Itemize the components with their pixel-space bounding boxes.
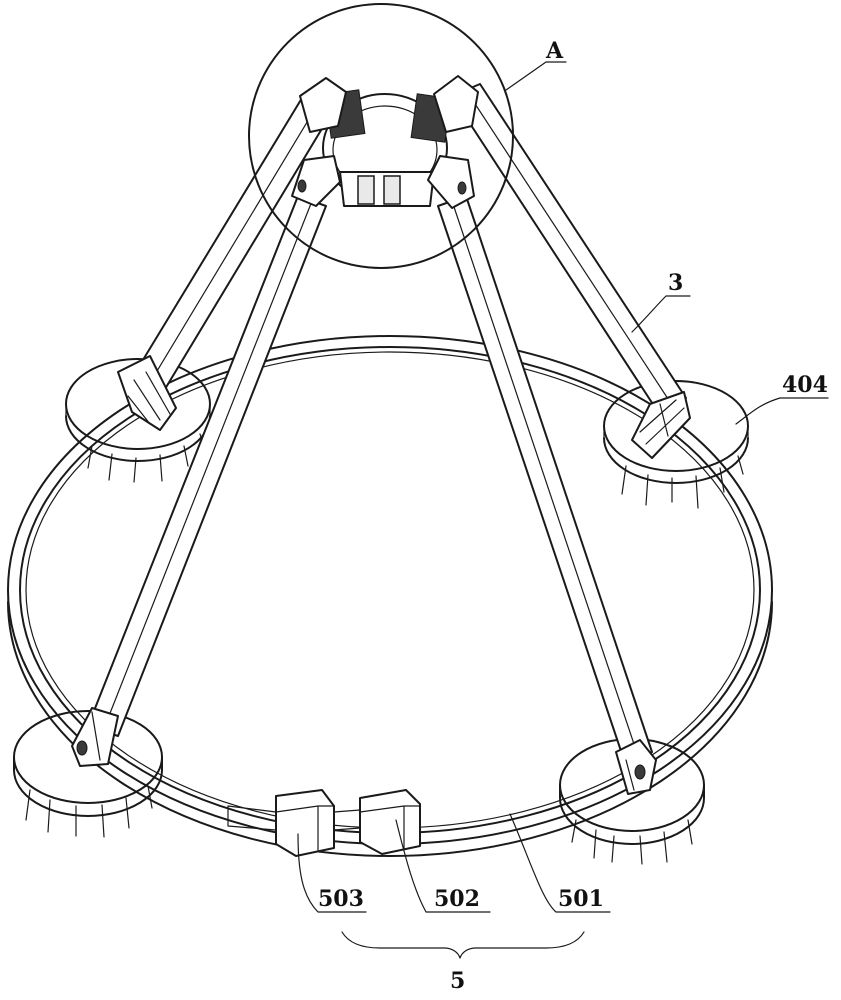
- bracket-back-left: [117, 355, 177, 431]
- label-ring: 501: [558, 886, 604, 912]
- leader-ring-501: 501: [509, 813, 611, 913]
- detail-circle-a: A: [248, 3, 567, 269]
- rod-back-right: [451, 83, 687, 413]
- clamp-503: [227, 789, 335, 857]
- leader-disc-404: 404: [735, 372, 829, 425]
- label-assembly: 5: [450, 968, 465, 994]
- label-rod: 3: [668, 270, 683, 296]
- leader-clamp-503: 503: [297, 833, 367, 913]
- bracket-back-right: [631, 391, 691, 459]
- label-detail-a: A: [545, 38, 564, 64]
- rod-front-right: [437, 195, 653, 761]
- top-hub: [291, 75, 479, 209]
- assembly-bracket-5: 5: [341, 931, 585, 994]
- bracket-front-right: [615, 739, 657, 795]
- label-base-disc: 404: [782, 372, 828, 398]
- label-clamp-right: 502: [434, 886, 480, 912]
- leader-clamp-502: 502: [395, 819, 491, 913]
- clamp-502: [333, 789, 421, 855]
- label-clamp-left: 503: [318, 886, 364, 912]
- bracket-front-left: [71, 707, 119, 767]
- leader-rod-3: 3: [631, 270, 691, 333]
